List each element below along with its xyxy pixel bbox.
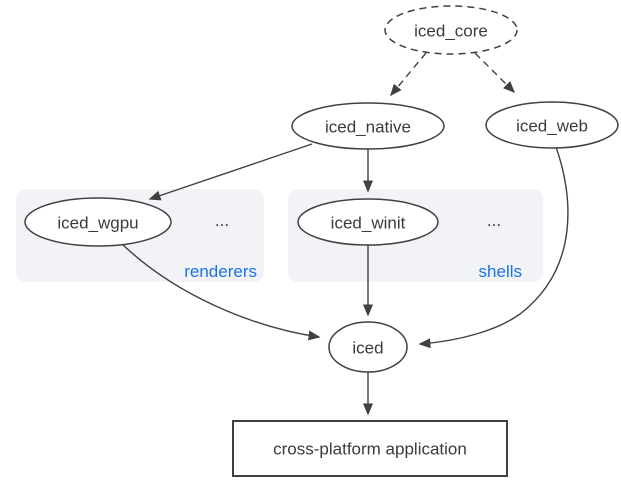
shells-ellipsis: ...: [487, 211, 501, 230]
renderers-ellipsis: ...: [215, 211, 229, 230]
shells-group-label: shells: [479, 262, 522, 281]
iced-label: iced: [352, 339, 383, 358]
edge-iced-core-to-iced-native: [390, 52, 427, 97]
iced-winit-ellipse: [297, 198, 439, 246]
edge-iced-wgpu-to-iced: [120, 242, 321, 341]
iced-ellipse: [328, 321, 408, 373]
application-box: [232, 420, 508, 477]
iced-winit-label: iced_winit: [331, 214, 406, 233]
application-label: cross-platform application: [273, 440, 467, 459]
node-iced-native: iced_native: [291, 102, 445, 150]
iced-web-label: iced_web: [516, 117, 588, 136]
renderers-group-label: renderers: [184, 262, 257, 281]
iced-native-label: iced_native: [325, 118, 411, 137]
edge-iced-core-to-iced-web: [474, 52, 516, 94]
node-iced-wgpu: iced_wgpu: [24, 197, 172, 247]
node-cross-platform-application: cross-platform application: [232, 420, 508, 477]
edge-iced-web-to-iced: [418, 146, 569, 349]
node-iced: iced: [328, 321, 408, 373]
iced-wgpu-ellipse: [24, 197, 172, 247]
node-iced-core: iced_core: [384, 5, 518, 55]
edge-iced-native-to-iced-wgpu: [148, 143, 313, 201]
node-iced-web: iced_web: [485, 101, 619, 149]
node-iced-winit: iced_winit: [297, 198, 439, 246]
iced-wgpu-label: iced_wgpu: [57, 214, 138, 233]
iced-native-ellipse: [291, 102, 445, 150]
iced-core-label: iced_core: [414, 22, 488, 41]
iced-web-ellipse: [485, 101, 619, 149]
iced-core-ellipse: [384, 5, 518, 55]
